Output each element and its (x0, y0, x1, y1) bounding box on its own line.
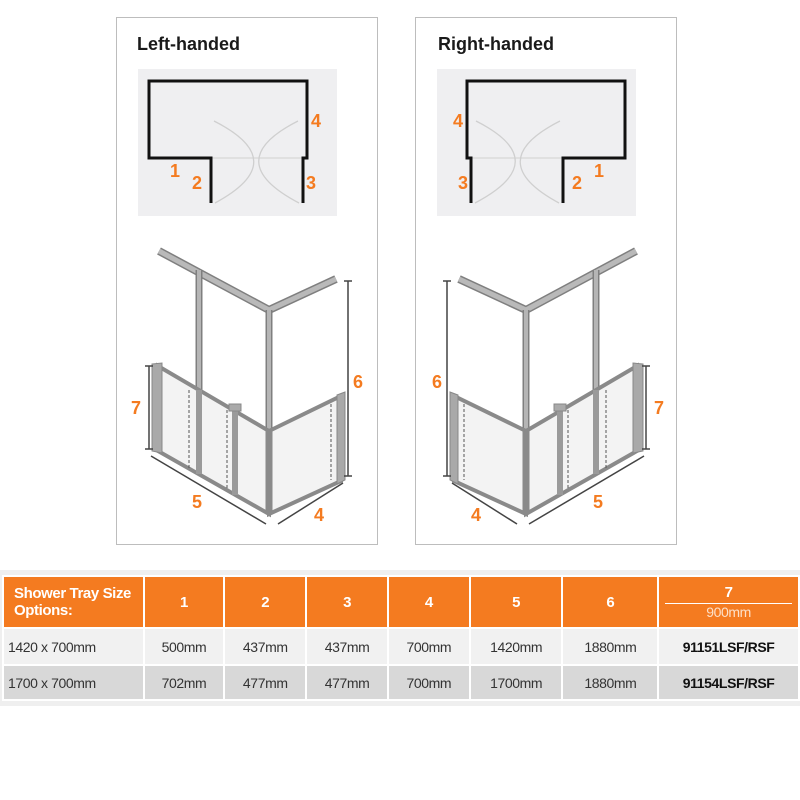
value-cell: 1880mm (561, 664, 660, 701)
right-handed-title: Right-handed (438, 34, 554, 54)
value-cell: 477mm (305, 664, 389, 701)
header-size-options: Shower Tray Size Options: (2, 575, 145, 629)
right-handed-panel: Right-handed 1 2 3 4 7 6 5 4 (415, 17, 677, 545)
product-code-cell: 91154LSF/RSF (657, 664, 800, 701)
product-code-cell: 91151LSF/RSF (657, 627, 800, 666)
dim-label-4: 4 (471, 505, 481, 525)
size-cell: 1420 x 700mm (2, 627, 145, 666)
header-col-7-sub: 900mm (665, 603, 792, 620)
plan-label-2: 2 (192, 173, 202, 193)
right-plan-diagram (435, 67, 638, 218)
header-col-7-label: 7 (724, 584, 733, 601)
left-plan-diagram (136, 67, 339, 218)
plan-label-2: 2 (572, 173, 582, 193)
size-cell: 1700 x 700mm (2, 664, 145, 701)
value-cell: 1420mm (468, 627, 564, 666)
plan-label-3: 3 (306, 173, 316, 193)
dim-label-5: 5 (192, 492, 202, 512)
header-col-6: 6 (561, 575, 660, 629)
dim-label-4: 4 (314, 505, 324, 525)
size-options-table-container: Shower Tray Size Options: 1 2 3 4 5 6 7 9… (0, 570, 800, 706)
value-cell: 700mm (386, 664, 471, 701)
left-shower-drawing (145, 251, 352, 524)
size-options-table: Shower Tray Size Options: 1 2 3 4 5 6 7 9… (2, 575, 800, 701)
table-row: 1420 x 700mm 500mm 437mm 437mm 700mm 142… (2, 627, 800, 666)
table-header-row: Shower Tray Size Options: 1 2 3 4 5 6 7 9… (2, 575, 800, 629)
dim-label-7: 7 (654, 398, 664, 418)
dim-label-6: 6 (353, 372, 363, 392)
left-handed-panel: Left-handed 1 2 3 4 7 6 5 4 (116, 17, 378, 545)
value-cell: 437mm (305, 627, 389, 666)
header-col-5: 5 (468, 575, 564, 629)
value-cell: 700mm (386, 627, 471, 666)
value-cell: 1700mm (468, 664, 564, 701)
plan-label-1: 1 (594, 161, 604, 181)
value-cell: 1880mm (561, 627, 660, 666)
value-cell: 702mm (142, 664, 226, 701)
header-col-2: 2 (223, 575, 308, 629)
dim-label-7: 7 (131, 398, 141, 418)
dim-label-6: 6 (432, 372, 442, 392)
table-row: 1700 x 700mm 702mm 477mm 477mm 700mm 170… (2, 664, 800, 701)
plan-label-1: 1 (170, 161, 180, 181)
plan-label-3: 3 (458, 173, 468, 193)
header-col-4: 4 (386, 575, 471, 629)
header-col-7: 7 900mm (657, 575, 800, 629)
plan-label-4: 4 (311, 111, 321, 131)
header-col-1: 1 (142, 575, 226, 629)
value-cell: 500mm (142, 627, 226, 666)
header-col-3: 3 (305, 575, 389, 629)
plan-label-4: 4 (453, 111, 463, 131)
left-handed-title: Left-handed (137, 34, 240, 54)
value-cell: 477mm (223, 664, 308, 701)
dim-label-5: 5 (593, 492, 603, 512)
right-shower-drawing (443, 251, 650, 524)
value-cell: 437mm (223, 627, 308, 666)
